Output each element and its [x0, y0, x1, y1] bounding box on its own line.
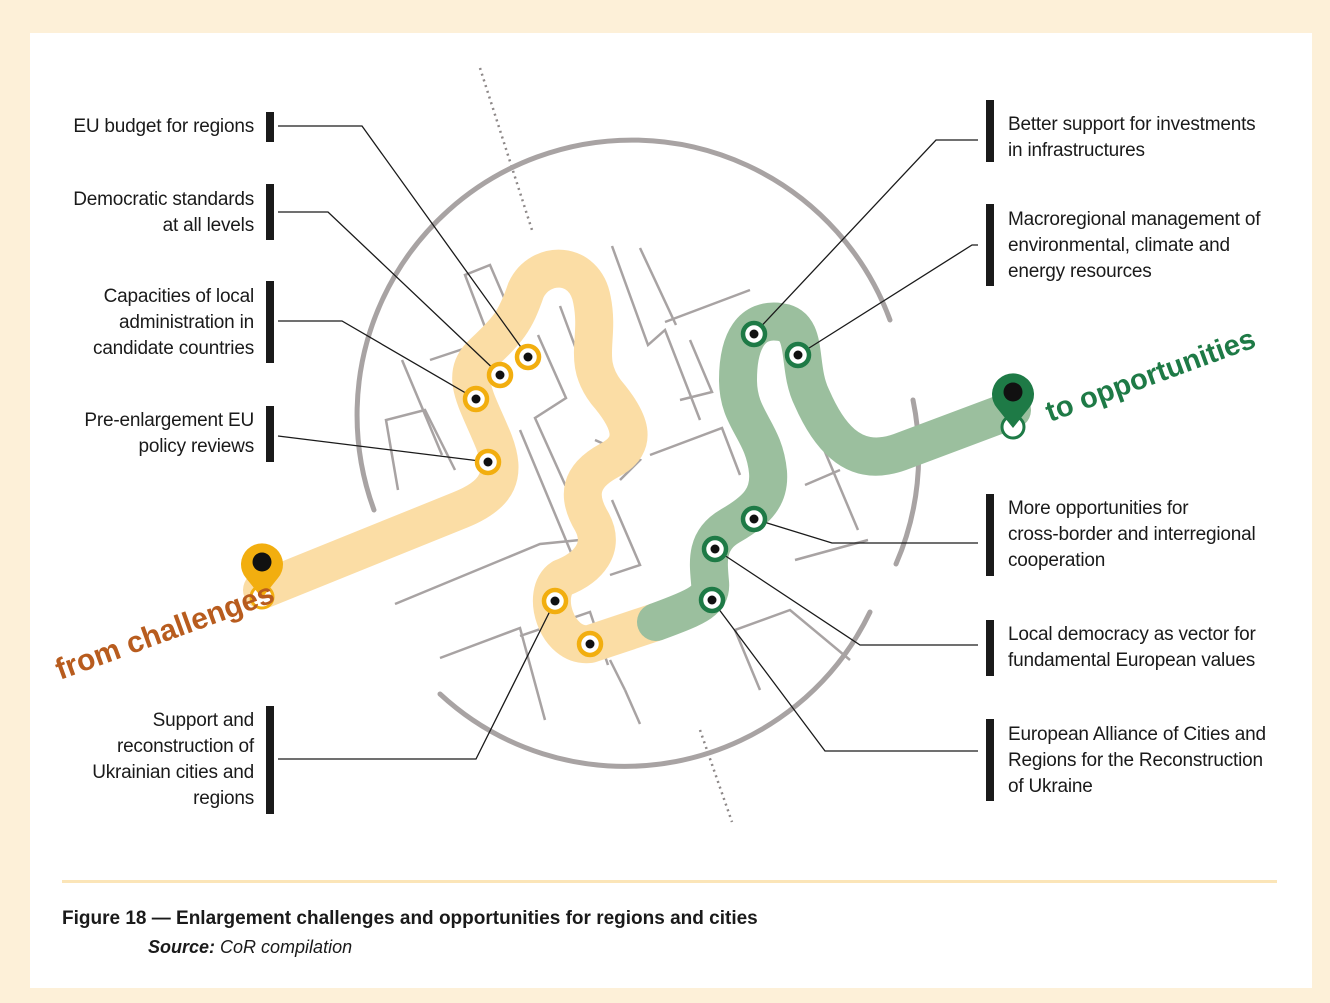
label-pre-enlargement-reviews: Pre-enlargement EU policy reviews: [84, 410, 254, 457]
label-macroregional-management: Macroregional management of environmenta…: [1008, 209, 1261, 282]
maze-circle: [354, 137, 922, 769]
label-bar: [986, 204, 994, 286]
leader-lines-left: [277, 125, 556, 760]
label-better-support-investments: Better support for investments in infras…: [1008, 114, 1256, 161]
opportunity-nodes: [698, 320, 812, 614]
leader-lines-right: [711, 139, 978, 752]
label-bar: [266, 406, 274, 462]
end-pin-icon: [992, 373, 1035, 440]
label-bar: [986, 719, 994, 801]
opportunity-node: [740, 320, 768, 348]
figure-panel: [30, 33, 1312, 988]
opportunity-path: [637, 302, 1031, 641]
label-local-democracy: Local democracy as vector for fundamenta…: [1008, 624, 1256, 671]
opportunity-node: [784, 341, 812, 369]
challenge-node: [576, 630, 604, 658]
label-bar: [986, 100, 994, 162]
label-bar: [266, 112, 274, 142]
opportunity-node: [740, 505, 768, 533]
start-pin-icon: [241, 543, 283, 610]
caption-divider: [62, 880, 1277, 883]
label-eu-budget: EU budget for regions: [73, 116, 254, 137]
label-capacities-local-admin: Capacities of local administration in ca…: [93, 286, 254, 359]
dotted-axis-top: [478, 67, 534, 231]
challenge-nodes: [462, 343, 604, 658]
challenge-node: [541, 587, 569, 615]
challenge-node: [486, 361, 514, 389]
figure-source: Source: CoR compilation: [148, 937, 352, 958]
label-bar: [266, 184, 274, 240]
source-label: Source:: [148, 937, 216, 957]
opportunity-node: [698, 586, 726, 614]
label-european-alliance: European Alliance of Cities and Regions …: [1008, 724, 1266, 797]
challenge-path: [243, 249, 675, 663]
label-democratic-standards: Democratic standards at all levels: [73, 189, 254, 236]
label-more-opportunities: More opportunities for cross-border and …: [1008, 498, 1256, 571]
start-label: from challenges: [51, 577, 278, 687]
dotted-axis-bottom: [698, 729, 734, 823]
label-support-ukrainian-cities: Support and reconstruction of Ukrainian …: [92, 710, 254, 809]
challenge-node: [462, 385, 490, 413]
figure-caption: Figure 18 — Enlargement challenges and o…: [62, 908, 758, 929]
label-bar: [986, 494, 994, 576]
label-bar: [986, 620, 994, 676]
opportunity-node: [701, 535, 729, 563]
end-label: to opportunities: [1041, 323, 1259, 429]
label-bar: [266, 706, 274, 814]
challenge-node: [514, 343, 542, 371]
source-text: CoR compilation: [215, 937, 353, 957]
challenge-node: [474, 448, 502, 476]
label-bar: [266, 281, 274, 363]
